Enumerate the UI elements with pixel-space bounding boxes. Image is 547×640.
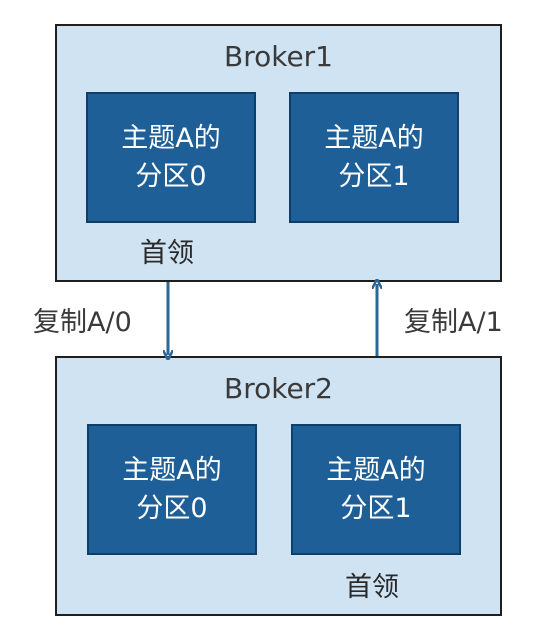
partition-label-line2: 分区1: [338, 160, 410, 192]
partition-label-line1: 主题A的: [324, 122, 424, 154]
partition-label-line2: 分区1: [340, 492, 412, 524]
broker2-partition-1: 主题A的 分区1: [291, 424, 461, 555]
broker1-partition-0: 主题A的 分区0: [86, 92, 256, 223]
replicate-a0-label: 复制A/0: [33, 307, 132, 338]
partition-label-line1: 主题A的: [121, 122, 221, 154]
partition-label-line2: 分区0: [135, 160, 207, 192]
broker1-partition-1: 主题A的 分区1: [289, 92, 459, 223]
partition-label-line1: 主题A的: [122, 454, 222, 486]
broker2-title: Broker2: [223, 372, 333, 405]
partition-label-line2: 分区0: [136, 492, 208, 524]
partition-label-line1: 主题A的: [326, 454, 426, 486]
broker1-leader-label: 首领: [140, 238, 194, 269]
broker2-partition-0: 主题A的 分区0: [87, 424, 257, 555]
broker2-leader-label: 首领: [345, 572, 399, 603]
broker1-box: Broker1 主题A的 分区0 主题A的 分区1 首领: [55, 24, 502, 282]
replicate-a1-label: 复制A/1: [404, 307, 503, 338]
broker2-box: Broker2 主题A的 分区0 主题A的 分区1 首领: [55, 356, 502, 616]
broker1-title: Broker1: [223, 40, 333, 73]
